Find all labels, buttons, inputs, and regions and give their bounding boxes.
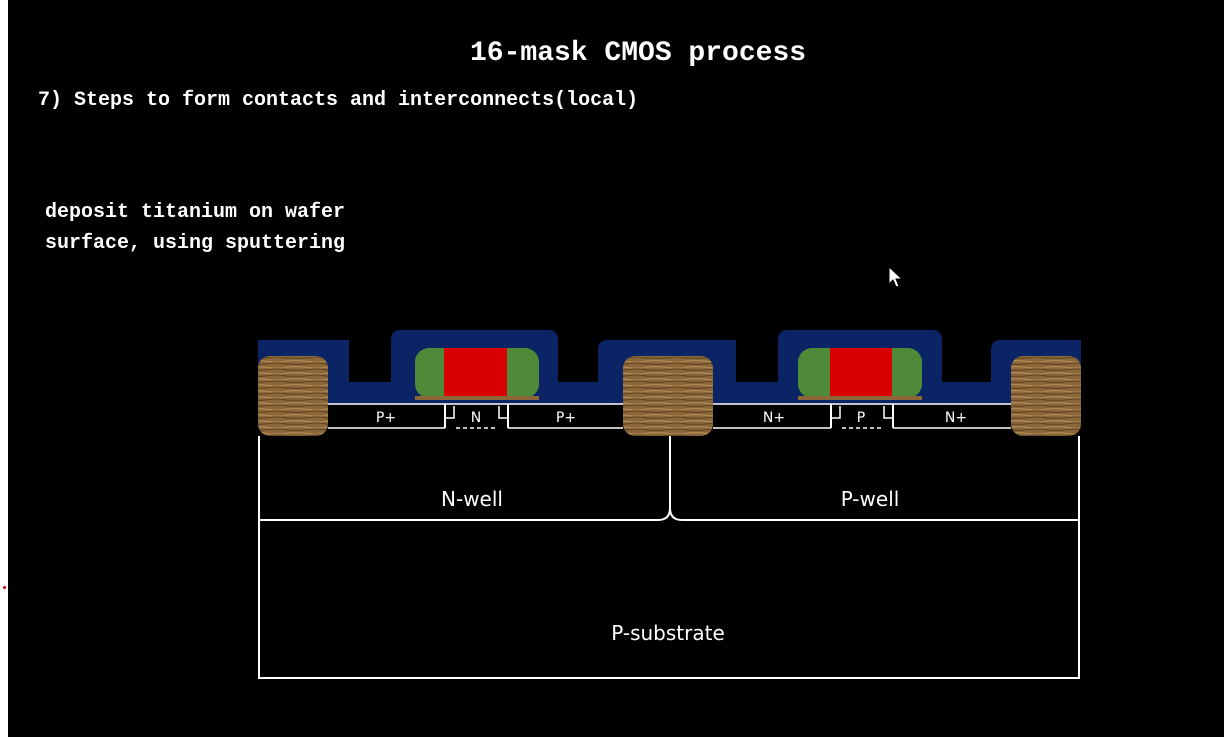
label-left-channel: N bbox=[471, 410, 481, 426]
gate-poly-right bbox=[830, 348, 892, 396]
label-right-source: N+ bbox=[763, 410, 785, 426]
label-nwell: N-well bbox=[441, 487, 503, 511]
field-oxide-middle bbox=[623, 356, 713, 436]
label-right-drain: N+ bbox=[945, 410, 967, 426]
description-line-2: surface, using sputtering bbox=[45, 232, 346, 255]
gate-oxide-left bbox=[415, 396, 539, 400]
substrate-outline bbox=[258, 436, 1080, 679]
field-oxide-left bbox=[258, 356, 328, 436]
label-substrate: P-substrate bbox=[611, 621, 725, 645]
mouse-pointer-icon bbox=[888, 266, 904, 288]
label-left-drain: P+ bbox=[556, 410, 576, 426]
pwell-outline bbox=[669, 507, 1079, 521]
label-left-source: P+ bbox=[376, 410, 396, 426]
cmos-cross-section: N-well P-well P-substrate P+ N P+ N+ P N… bbox=[258, 330, 1081, 679]
slide-title: 16-mask CMOS process bbox=[470, 38, 807, 69]
gate-oxide-right bbox=[798, 396, 922, 400]
red-dot-marker bbox=[3, 586, 6, 589]
description-line-1: deposit titanium on wafer bbox=[45, 201, 346, 224]
label-pwell: P-well bbox=[841, 487, 900, 511]
label-right-channel: P bbox=[857, 410, 865, 426]
slide-subtitle: 7) Steps to form contacts and interconne… bbox=[38, 89, 639, 112]
slide: 16-mask CMOS process 7) Steps to form co… bbox=[8, 0, 1224, 737]
field-oxide-right bbox=[1011, 356, 1081, 436]
gate-poly-left bbox=[444, 348, 507, 396]
